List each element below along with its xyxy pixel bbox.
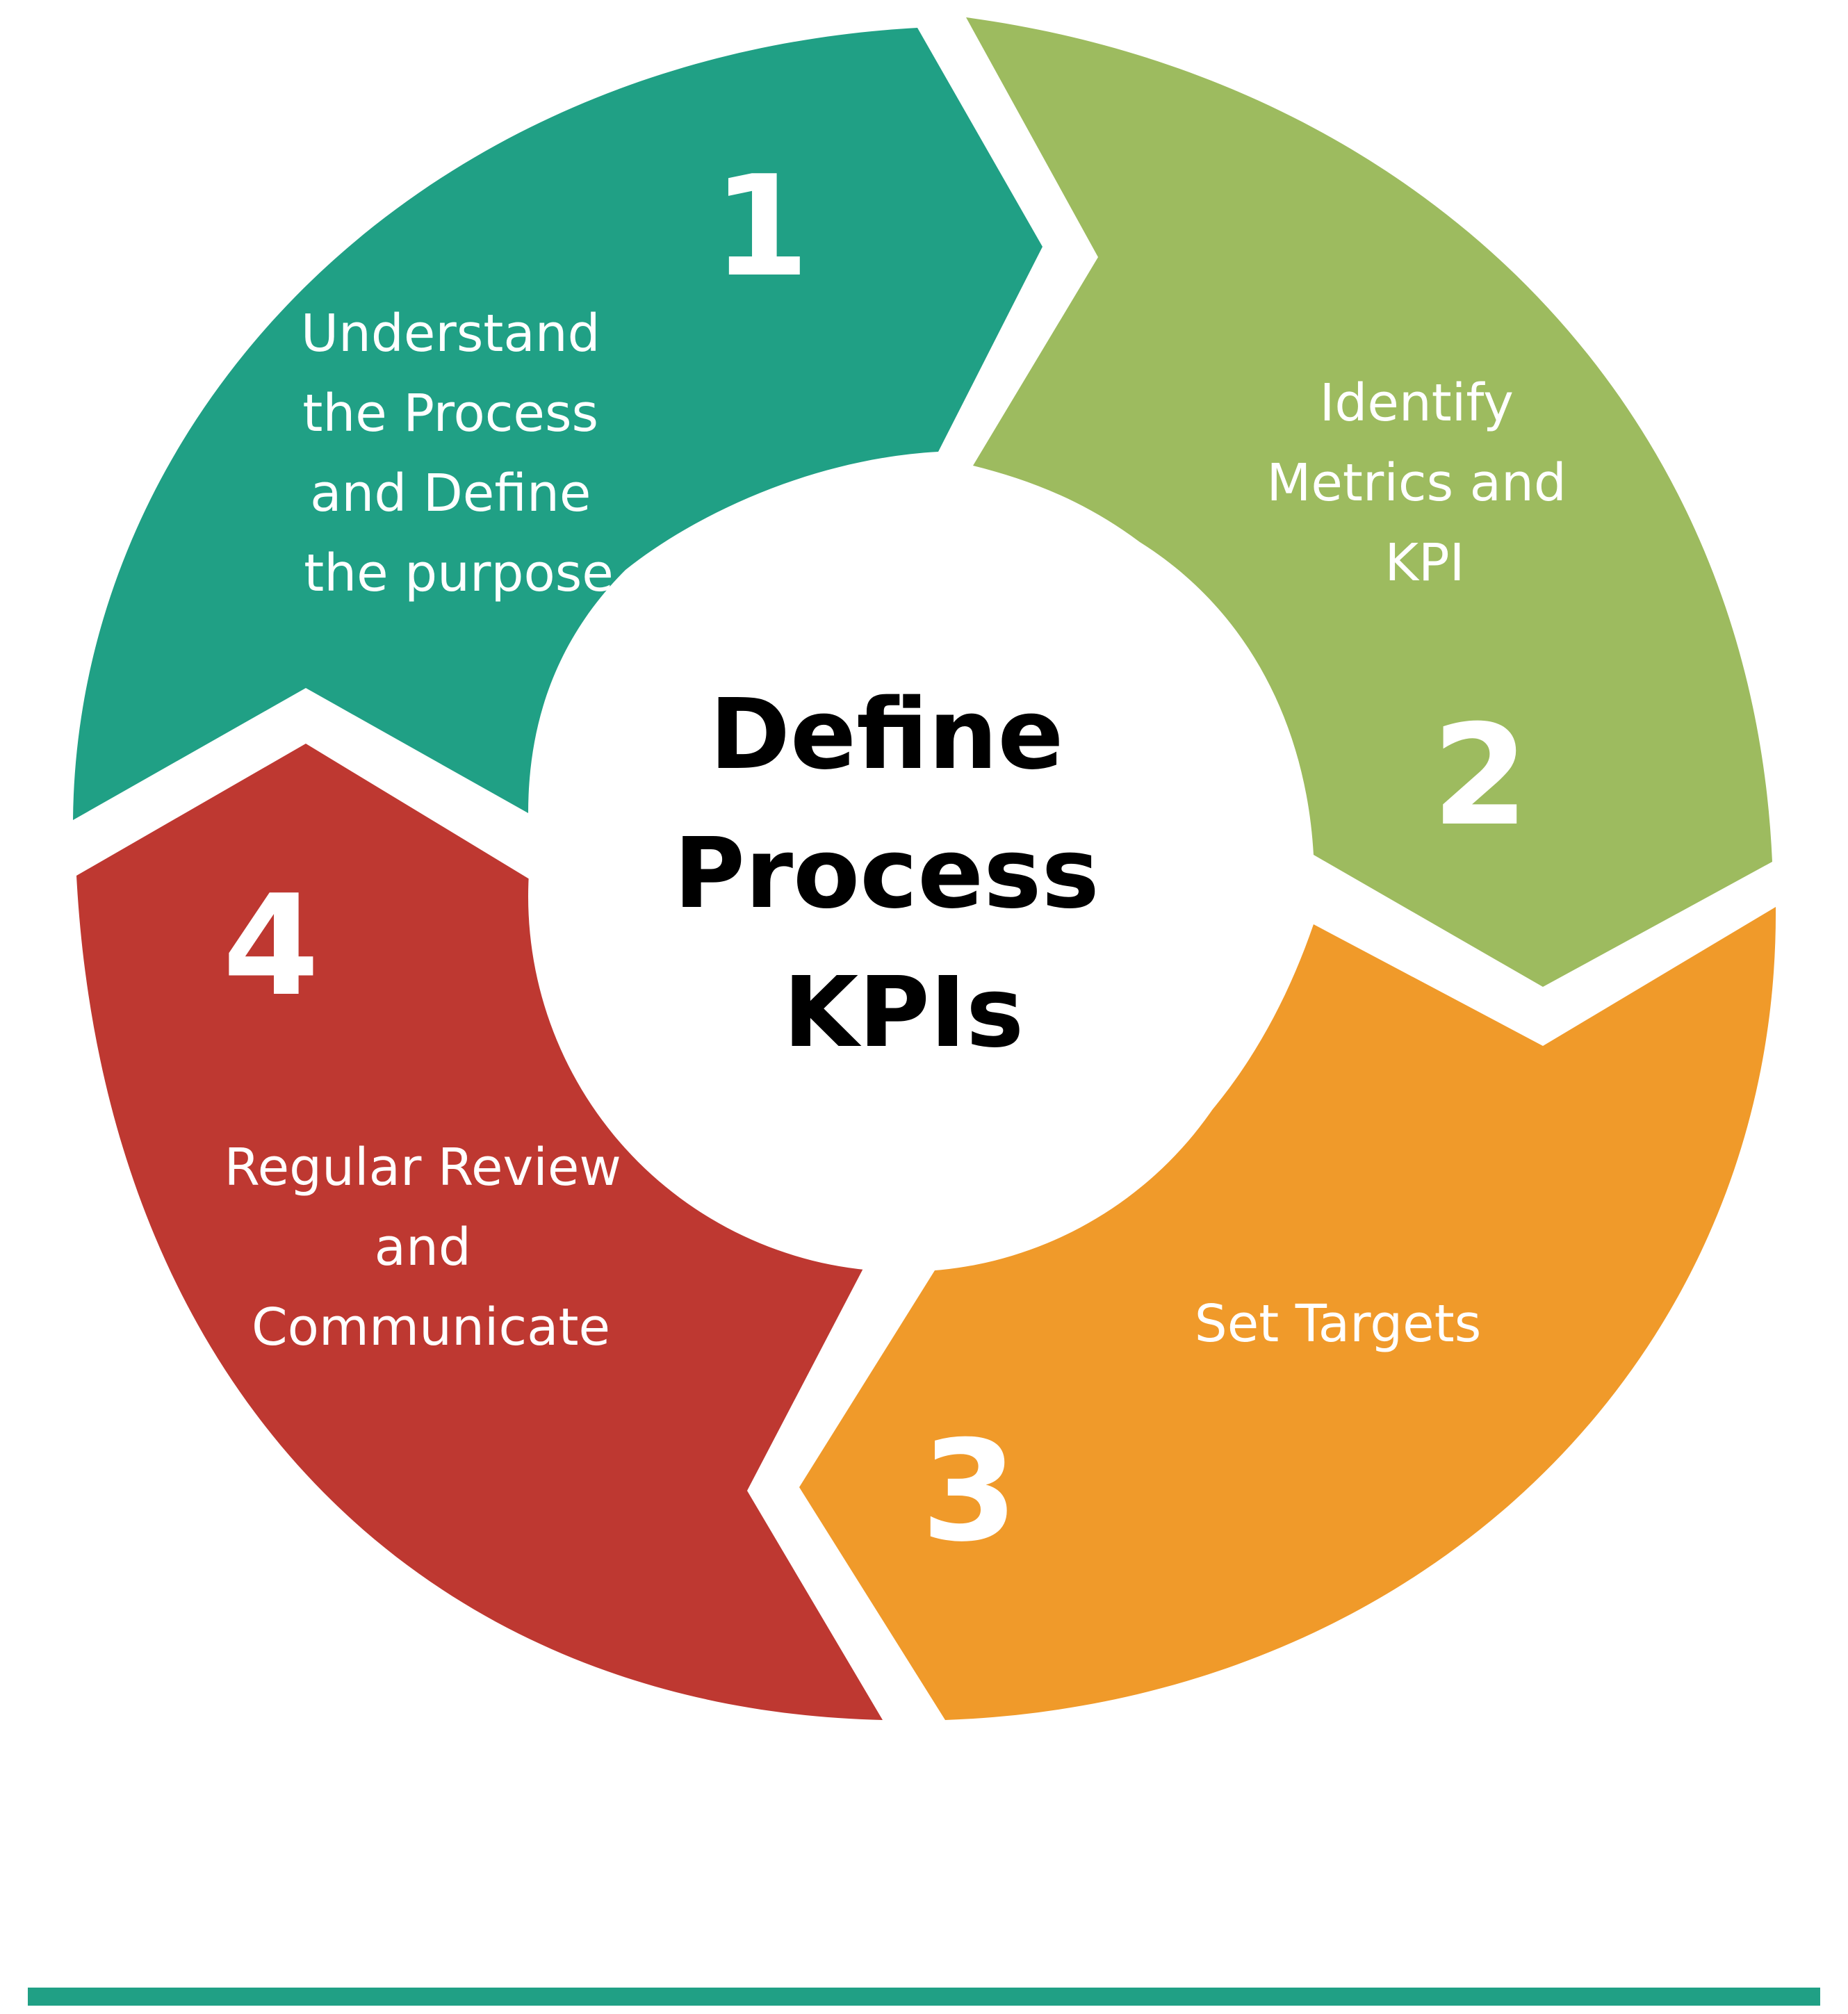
center-hub: Define Process KPIs	[528, 521, 1279, 1272]
step-4-label-line: Communicate	[252, 1297, 610, 1357]
center-title-line: Define	[710, 678, 1064, 792]
step-1-number: 1	[712, 146, 809, 308]
step-1-segment: 1 Understand the Process and Define the …	[73, 28, 1042, 820]
step-1-arrow-shape	[73, 28, 1042, 820]
step-4-label-line: and	[375, 1218, 471, 1277]
center-title-line: KPIs	[783, 956, 1024, 1070]
step-2-label-line: Metrics and	[1267, 453, 1567, 513]
center-circle	[528, 521, 1279, 1272]
step-3-number: 3	[921, 1411, 1017, 1573]
step-3-label-line: Set Targets	[1195, 1294, 1482, 1354]
step-1-label-line: the Process	[302, 384, 598, 443]
step-1-label-line: Understand	[301, 304, 600, 363]
step-4-label: Regular Review and Communicate	[224, 1138, 638, 1357]
step-3-arrow-shape	[799, 907, 1776, 1720]
footer-rule	[28, 1988, 1820, 2006]
step-1-label-line: and Define	[310, 464, 591, 523]
center-title: Define Process KPIs	[673, 678, 1133, 1070]
step-2-number: 2	[1432, 695, 1528, 857]
step-4-label-line: Regular Review	[224, 1138, 621, 1197]
step-4-segment: 4 Regular Review and Communicate	[76, 744, 883, 1720]
center-title-line: Process	[673, 817, 1099, 931]
step-2-label-line: Identify	[1320, 373, 1514, 433]
step-2-arrow-shape	[966, 17, 1772, 987]
step-2-segment: 2 Identify Metrics and KPI	[966, 17, 1772, 987]
step-2-label: Identify Metrics and KPI	[1267, 373, 1583, 593]
step-2-label-line: KPI	[1385, 533, 1465, 593]
step-1-label-line: the purpose	[304, 543, 614, 603]
step-3-segment: 3 Set Targets	[799, 907, 1776, 1720]
step-3-label: Set Targets	[1195, 1294, 1482, 1354]
step-4-arrow-shape	[76, 744, 883, 1720]
step-1-label: Understand the Process and Define the pu…	[301, 304, 616, 603]
step-4-number: 4	[222, 865, 319, 1027]
